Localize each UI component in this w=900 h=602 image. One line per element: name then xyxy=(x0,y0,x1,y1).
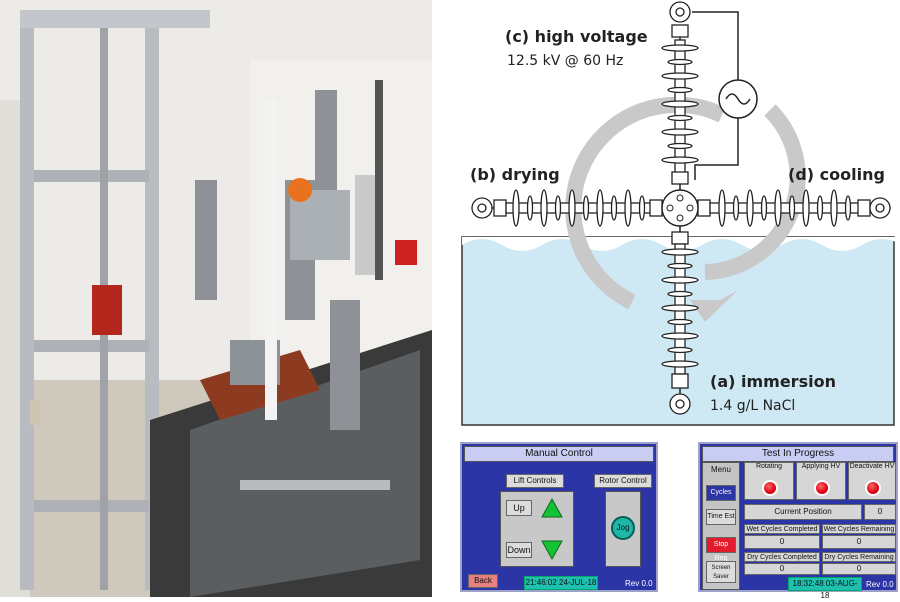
immersion-spec: 1.4 g/L NaCl xyxy=(710,398,795,414)
cycle-diagram: (c) high voltage 12.5 kV @ 60 Hz (b) dry… xyxy=(440,0,900,430)
dry-cycles-remaining-value: 0 xyxy=(822,563,896,575)
menu-panel: Menu Cycles Time Est Stop Req Screen Sav… xyxy=(702,462,740,590)
dry-cycles-completed-value: 0 xyxy=(744,563,820,575)
wet-cycles-remaining-value: 0 xyxy=(822,535,896,549)
status-applying-hv: Applying HV xyxy=(796,462,846,500)
drying-label: (b) drying xyxy=(470,165,560,184)
jog-button[interactable]: Jog xyxy=(611,516,635,540)
timestamp: 18:32:48 03-AUG-18 xyxy=(788,577,862,600)
manual-control-screen: Manual Control Lift Controls Rotor Contr… xyxy=(460,442,658,592)
current-position-value: 0 xyxy=(864,504,896,520)
rotor-control-button[interactable]: Rotor Control xyxy=(594,474,652,488)
deactivate-hv-indicator-icon xyxy=(865,480,881,496)
revision-label: Rev 0.0 xyxy=(625,579,653,588)
menu-label: Menu xyxy=(710,465,731,474)
wet-cycles-completed-label: Wet Cycles Completed xyxy=(744,524,820,534)
menu-item-time-est[interactable]: Time Est xyxy=(706,509,736,525)
manual-control-title: Manual Control xyxy=(464,446,654,462)
rotor-hub xyxy=(661,189,699,227)
cooling-label: (d) cooling xyxy=(788,165,885,184)
lift-controls-button[interactable]: Lift Controls xyxy=(506,474,564,488)
down-arrow-icon[interactable] xyxy=(541,540,563,560)
wet-cycles-remaining-label: Wet Cycles Remaining xyxy=(822,524,896,534)
high-voltage-label: (c) high voltage xyxy=(505,27,648,46)
up-button[interactable]: Up xyxy=(506,500,532,516)
deactivate-hv-label: Deactivate HV xyxy=(849,463,895,470)
dry-cycles-remaining-label: Dry Cycles Remaining xyxy=(822,552,896,562)
wet-cycles-completed-value: 0 xyxy=(744,535,820,549)
rotor-control-panel: Jog xyxy=(605,491,641,567)
test-in-progress-screen: Test In Progress Menu Cycles Time Est St… xyxy=(698,442,898,600)
down-button[interactable]: Down xyxy=(506,542,532,558)
rotating-indicator-icon xyxy=(762,480,778,496)
up-arrow-icon[interactable] xyxy=(541,498,563,518)
back-button[interactable]: Back xyxy=(468,574,498,588)
applying-hv-label: Applying HV xyxy=(801,463,841,470)
current-position-label: Current Position xyxy=(744,504,862,520)
status-deactivate-hv: Deactivate HV xyxy=(848,462,896,500)
lift-controls-panel: Up Down xyxy=(500,491,574,567)
immersion-label: (a) immersion xyxy=(710,372,836,391)
timestamp: 21:46:02 24-JUL-18 xyxy=(524,576,598,590)
status-rotating: Rotating xyxy=(744,462,794,500)
rotating-label: Rotating xyxy=(755,463,783,470)
revision-label: Rev 0.0 xyxy=(866,580,894,589)
test-in-progress-title: Test In Progress xyxy=(702,446,894,462)
menu-item-cycles[interactable]: Cycles xyxy=(706,485,736,501)
apparatus-photo xyxy=(0,0,432,597)
applying-hv-indicator-icon xyxy=(814,480,830,496)
stop-request-button[interactable]: Stop Req xyxy=(706,537,736,562)
dry-cycles-completed-label: Dry Cycles Completed xyxy=(744,552,820,562)
menu-item-screen-saver[interactable]: Screen Saver xyxy=(706,561,736,583)
high-voltage-spec: 12.5 kV @ 60 Hz xyxy=(507,53,623,69)
